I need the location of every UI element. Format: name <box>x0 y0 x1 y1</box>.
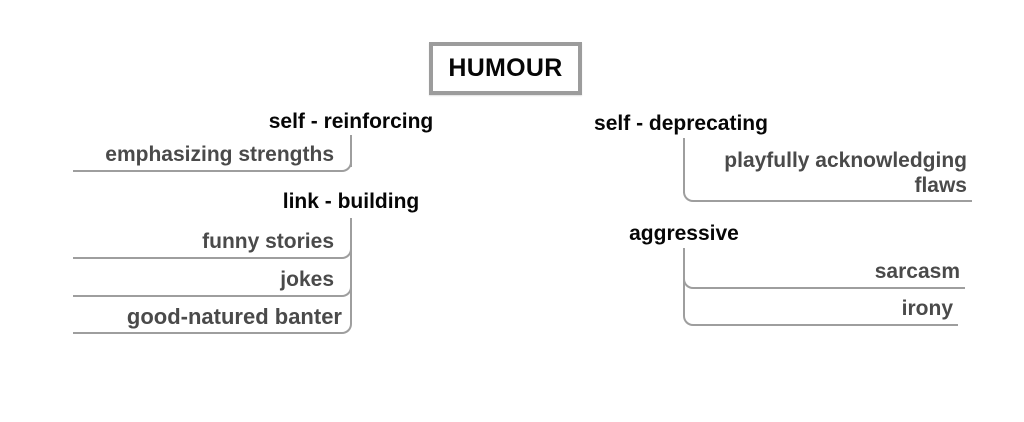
branch-label-self-reinforcing[interactable]: self - reinforcing <box>268 110 434 133</box>
root-node-humour[interactable]: HUMOUR <box>429 42 582 95</box>
leaf-label: emphasizing strengths <box>105 143 334 166</box>
leaf-node-playfully-acknowledging-flaws[interactable]: playfully acknowledging flaws <box>683 138 972 202</box>
leaf-node-good-natured-banter[interactable]: good-natured banter <box>73 297 352 334</box>
leaf-label: playfully acknowledging flaws <box>724 149 967 197</box>
branch-label-link-building[interactable]: link - building <box>282 190 420 213</box>
leaf-node-jokes[interactable]: jokes <box>73 259 352 297</box>
root-node-label: HUMOUR <box>448 54 563 82</box>
leaf-label: irony <box>901 297 953 320</box>
leaf-node-emphasizing-strengths[interactable]: emphasizing strengths <box>73 135 352 172</box>
leaf-node-irony[interactable]: irony <box>683 289 958 326</box>
branch-label-aggressive[interactable]: aggressive <box>629 222 739 245</box>
leaf-label: jokes <box>280 268 334 291</box>
leaf-node-funny-stories[interactable]: funny stories <box>73 218 352 259</box>
leaf-label: sarcasm <box>874 260 960 283</box>
leaf-label: good-natured banter <box>126 304 342 329</box>
leaf-label: funny stories <box>202 230 334 253</box>
leaf-node-sarcasm[interactable]: sarcasm <box>683 248 965 289</box>
branch-label-self-deprecating[interactable]: self - deprecating <box>594 112 768 135</box>
